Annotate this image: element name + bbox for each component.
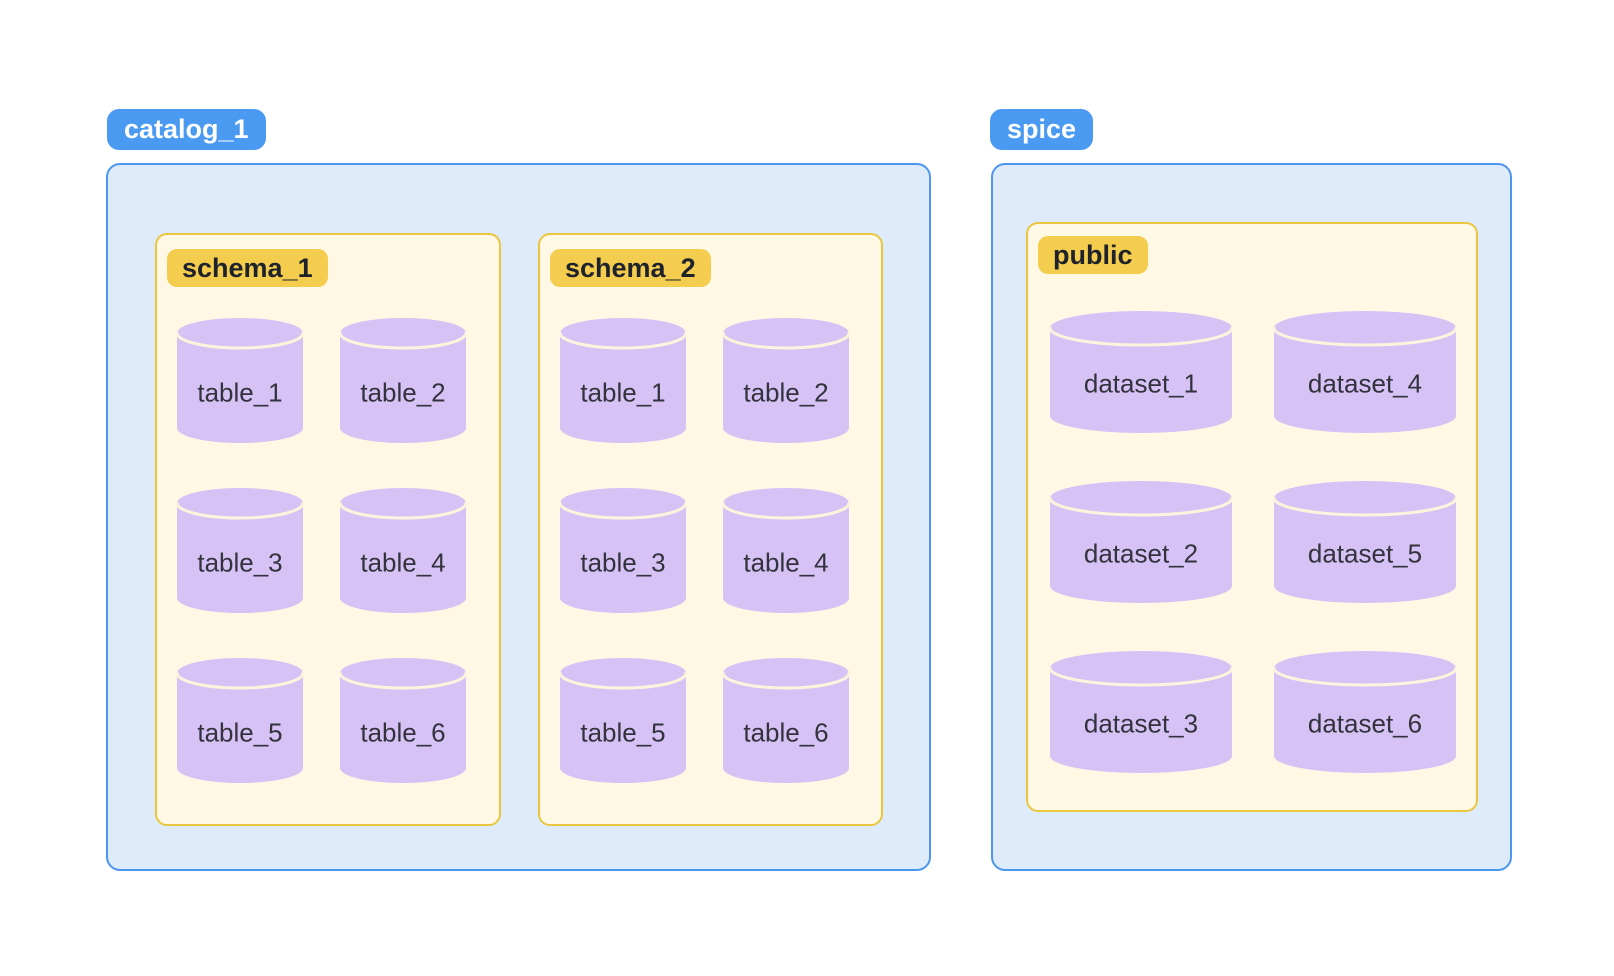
- catalog-container: schema_1 table_1 table_2 table_3 table_4…: [106, 163, 931, 871]
- table-label: table_5: [197, 717, 283, 748]
- schema-badge: schema_1: [167, 249, 328, 287]
- table-cylinder: table_2: [339, 318, 467, 443]
- table-label: table_1: [197, 377, 283, 408]
- catalog-badge: catalog_1: [107, 109, 266, 150]
- schema-badge: schema_2: [550, 249, 711, 287]
- table-cylinder: table_6: [722, 658, 850, 783]
- table-cylinder: table_2: [722, 318, 850, 443]
- dataset-cylinder: dataset_6: [1273, 651, 1457, 773]
- table-label: table_1: [580, 377, 666, 408]
- catalog-badge: spice: [990, 109, 1094, 150]
- table-label: table_4: [743, 547, 829, 578]
- table-cylinder: table_5: [176, 658, 304, 783]
- dataset-label: dataset_5: [1307, 538, 1423, 569]
- dataset-label: dataset_6: [1307, 708, 1423, 739]
- schema-badge: public: [1038, 236, 1148, 274]
- table-cylinder: table_4: [722, 488, 850, 613]
- catalog-badge-label: spice: [1007, 114, 1077, 144]
- schema-container: public dataset_1 dataset_4 dataset_2 dat…: [1026, 222, 1478, 812]
- catalog-badge-label: catalog_1: [124, 114, 249, 144]
- table-label: table_3: [197, 547, 283, 578]
- dataset-cylinder: dataset_2: [1049, 481, 1233, 603]
- table-cylinder: table_6: [339, 658, 467, 783]
- schema-badge-label: schema_1: [182, 252, 313, 283]
- schema-badge-label: public: [1053, 239, 1133, 270]
- table-cylinder: table_3: [176, 488, 304, 613]
- catalog-container: public dataset_1 dataset_4 dataset_2 dat…: [991, 163, 1512, 871]
- dataset-cylinder: dataset_5: [1273, 481, 1457, 603]
- table-cylinder: table_3: [559, 488, 687, 613]
- dataset-cylinder: dataset_3: [1049, 651, 1233, 773]
- table-label: table_6: [743, 717, 829, 748]
- dataset-label: dataset_1: [1083, 368, 1199, 399]
- table-label: table_3: [580, 547, 666, 578]
- table-label: table_5: [580, 717, 666, 748]
- schema-container: schema_2 table_1 table_2 table_3 table_4…: [538, 233, 883, 826]
- table-label: table_2: [360, 377, 446, 408]
- table-cylinder: table_1: [176, 318, 304, 443]
- schema-container: schema_1 table_1 table_2 table_3 table_4…: [155, 233, 501, 826]
- dataset-label: dataset_3: [1083, 708, 1199, 739]
- dataset-cylinder: dataset_1: [1049, 311, 1233, 433]
- table-cylinder: table_4: [339, 488, 467, 613]
- table-cylinder: table_5: [559, 658, 687, 783]
- table-cylinder: table_1: [559, 318, 687, 443]
- table-label: table_4: [360, 547, 446, 578]
- dataset-label: dataset_2: [1083, 538, 1199, 569]
- table-label: table_2: [743, 377, 829, 408]
- schema-badge-label: schema_2: [565, 252, 696, 283]
- dataset-label: dataset_4: [1307, 368, 1423, 399]
- table-label: table_6: [360, 717, 446, 748]
- dataset-cylinder: dataset_4: [1273, 311, 1457, 433]
